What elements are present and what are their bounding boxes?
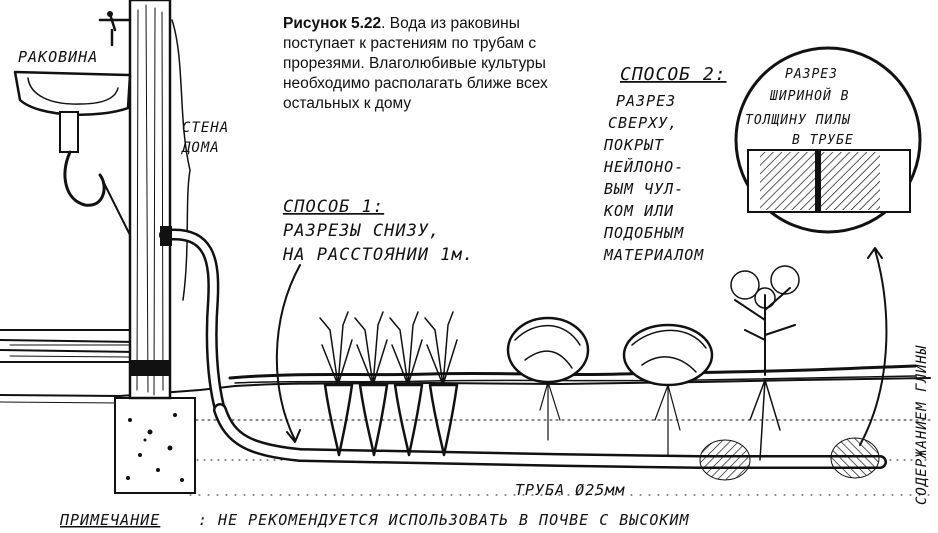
soil-patch (699, 437, 880, 481)
method2-line: СВЕРХУ, (608, 114, 678, 132)
sink-label: РАКОВИНА (18, 48, 98, 66)
pipe-label: ТРУБА Ø25мм (515, 481, 625, 499)
method1-line1: РАЗРЕЗЫ СНИЗУ, (283, 221, 440, 241)
pointer-arrows (275, 247, 888, 446)
caption-text: . Вода из раковины поступает к растениям… (283, 15, 548, 112)
method2-title: СПОСОБ 2: (620, 64, 727, 85)
method2-lines: РАЗРЕЗ СВЕРХУ, ПОКРЫТ НЕЙЛОНО- ВЫМ ЧУЛ- … (603, 92, 704, 264)
inset-line: ШИРИНОЙ В (769, 88, 849, 104)
wall-label-line1: СТЕНА (182, 120, 229, 136)
hose (159, 226, 226, 416)
inset-line: РАЗРЕЗ (785, 67, 838, 82)
clay-note-vertical: СОДЕРЖАНИЕМ ГЛИНЫ (914, 345, 930, 505)
method2-line: РАЗРЕЗ (616, 92, 676, 110)
carrot-plants (319, 310, 459, 457)
method2-line: ПОДОБНЫМ (603, 224, 684, 242)
figure-label: Рисунок 5.22 (283, 15, 382, 32)
figure-caption: Рисунок 5.22. Вода из раковины поступает… (283, 14, 583, 114)
method1-title: СПОСОБ 1: (283, 197, 384, 217)
cabbage-plants (506, 316, 714, 456)
note-label: ПРИМЕЧАНИЕ (59, 511, 160, 529)
method2-line: ВЫМ ЧУЛ- (604, 180, 684, 198)
inset-lines: РАЗРЕЗ ШИРИНОЙ В ТОЛЩИНУ ПИЛЫ В ТРУБЕ (745, 67, 854, 148)
wall-ledge (0, 329, 141, 363)
method2-line: МАТЕРИАЛОМ (603, 246, 704, 264)
sink (13, 11, 132, 236)
wall-label-line2: ДОМА (181, 140, 220, 156)
note-text: : НЕ РЕКОМЕНДУЕТСЯ ИСПОЛЬЗОВАТЬ В ПОЧВЕ … (198, 511, 690, 529)
method2-line: НЕЙЛОНО- (603, 157, 684, 176)
inset-line: ТОЛЩИНУ ПИЛЫ (745, 113, 851, 128)
method2-line: КОМ ИЛИ (603, 202, 674, 220)
foundation-block (114, 397, 196, 494)
buried-pipe (213, 403, 887, 469)
method2-line: ПОКРЫТ (603, 136, 664, 154)
inset-detail (734, 46, 922, 234)
inset-line: В ТРУБЕ (792, 133, 854, 148)
tall-plant (730, 265, 800, 461)
wall-post (128, 0, 191, 400)
method1-line2: НА РАССТОЯНИИ 1м. (282, 245, 474, 265)
